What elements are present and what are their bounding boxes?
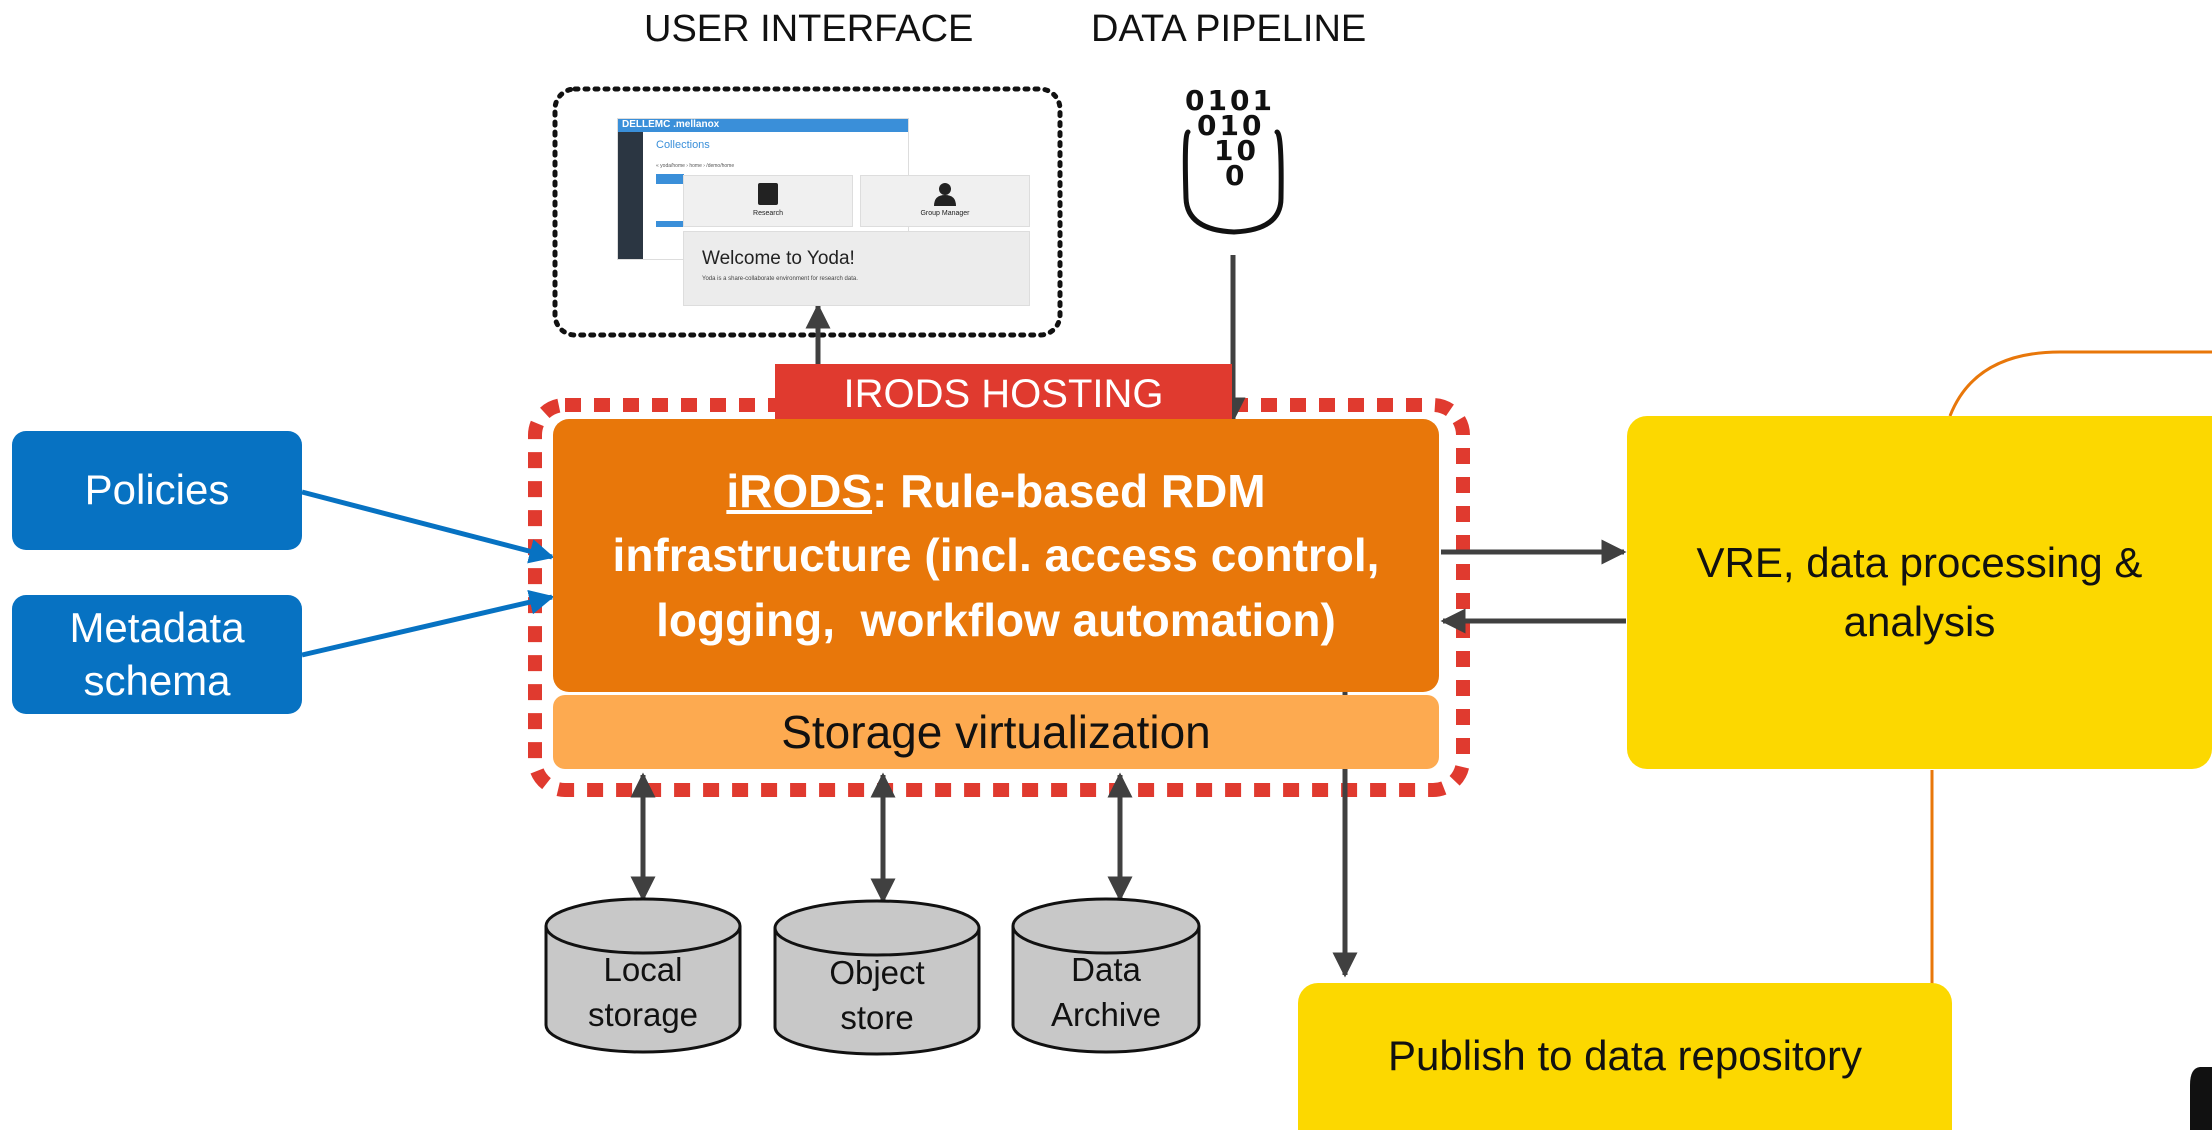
vre-line2: analysis [1843,597,1996,645]
object-store-line2: store [840,998,914,1036]
object-store-line1: Object [829,954,925,991]
data-pipeline-heading: DATA PIPELINE [1091,8,1367,50]
metadata-schema-box: Metadata schema [12,595,302,714]
collections-breadcrumb: « yoda/home › home › /demo/home [656,163,735,169]
policies-box: Policies [12,431,302,550]
irods-hosting-label: IRODS HOSTING [775,364,1232,424]
group-manager-tile: Group Manager [860,175,1030,227]
storage-virtualization-bar: Storage virtualization [553,695,1439,769]
data-archive-line2: Archive [1050,995,1162,1033]
local-storage-line2: storage [587,995,699,1033]
group-manager-tile-label: Group Manager [920,210,970,217]
local-storage-label: Local storage [546,948,740,1037]
irods-name: iRODS [726,464,873,517]
collections-title: Collections [656,139,710,151]
cylinder-local-storage [544,897,742,1054]
research-tile-label: Research [753,210,783,217]
publish-box: Publish to data repository [1298,983,1952,1130]
welcome-title: Welcome to Yoda! [702,248,855,269]
back-window-button [656,174,684,184]
user-icon [934,183,956,206]
irods-line2: infrastructure (incl. access control, [612,529,1380,582]
book-icon [758,183,778,205]
welcome-text: Yoda is a share-collaborate environment … [702,276,858,282]
data-pipeline-bucket-icon [1182,129,1284,235]
arrow-policies-to-irods [301,489,555,564]
brand-logo: DELLEMC .mellanox [622,119,720,130]
vre-line1: VRE, data processing & [1696,538,2143,586]
research-tile: Research [683,175,853,227]
binary-line-2: 010 [1197,109,1265,142]
binary-line-4: 0 [1225,159,1248,192]
data-archive-label: Data Archive [1013,948,1199,1037]
welcome-panel: Welcome to Yoda! Yoda is a share-collabo… [683,231,1030,306]
binary-line-1: 0101 [1185,84,1275,117]
irods-line1: : Rule-based RDM [872,464,1266,517]
yoda-front-window: Research Group Manager Welcome to Yoda! … [683,175,1030,306]
back-window-topbar: DELLEMC .mellanox [618,119,908,132]
publish-label: Publish to data repository [1388,1032,1862,1080]
irods-box: iRODS: Rule-based RDM infrastructure (in… [553,419,1439,692]
metadata-label-line2: schema [83,656,231,704]
corner-logo-fragment [2190,1067,2212,1130]
policies-label: Policies [84,466,230,514]
local-storage-line1: Local [603,951,683,988]
arrow-metadata-to-irods [301,589,555,658]
user-interface-heading: USER INTERFACE [644,8,974,50]
metadata-label-line1: Metadata [69,604,245,651]
back-window-sidebar [618,132,643,259]
cylinder-object-store [773,899,981,1056]
object-store-label: Object store [775,951,979,1040]
cylinder-data-archive [1011,897,1201,1054]
vre-box: VRE, data processing & analysis [1627,416,2212,769]
orange-feedback-curve [1948,350,2212,417]
data-archive-line1: Data [1071,951,1141,988]
irods-line3: logging, workflow automation) [656,593,1336,646]
binary-line-3: 10 [1214,134,1259,167]
